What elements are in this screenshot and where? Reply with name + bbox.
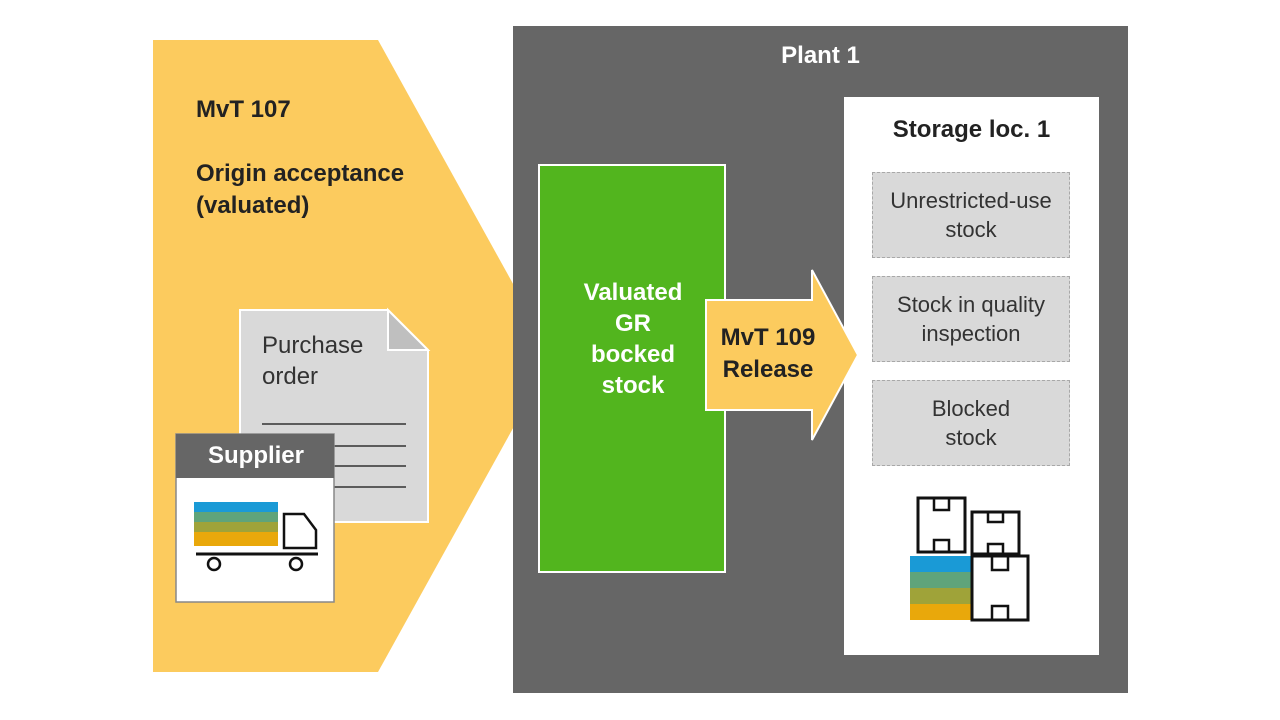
gr-blocked-line1: Valuated — [583, 279, 683, 306]
gr-blocked-line3: bocked — [590, 341, 676, 368]
boxes-icon — [910, 496, 1030, 622]
origin-title-line1: Origin acceptance — [196, 160, 405, 187]
gr-blocked-line4: stock — [601, 372, 665, 399]
supplier-label: Supplier — [207, 442, 304, 469]
release-label: MvT 109 Release — [708, 322, 828, 386]
origin-title-line2: (valuated) — [196, 192, 310, 219]
plant-title: Plant 1 — [781, 42, 860, 69]
stock-box-line2: stock — [945, 217, 997, 242]
origin-title: Origin acceptance (valuated) — [196, 158, 456, 222]
stock-box-line1: Unrestricted-use — [890, 188, 1052, 213]
stock-box-line1: Blocked — [931, 396, 1011, 421]
purchase-order-line2: order — [262, 363, 319, 390]
truck-icon — [194, 502, 318, 572]
gr-blocked-line2: GR — [615, 310, 651, 337]
release-line1: MvT 109 — [720, 324, 816, 351]
blocked-stock-box: Blocked stock — [872, 380, 1070, 466]
origin-movement-type: MvT 107 — [196, 96, 291, 123]
release-line2: Release — [722, 356, 814, 383]
quality-inspection-stock-box: Stock in quality inspection — [872, 276, 1070, 362]
purchase-order-label: Purchase order — [262, 330, 402, 392]
unrestricted-use-stock-box: Unrestricted-use stock — [872, 172, 1070, 258]
storage-location-title: Storage loc. 1 — [892, 116, 1051, 143]
stock-box-line2: inspection — [921, 321, 1021, 346]
gr-blocked-stock-label: Valuated GR bocked stock — [540, 277, 726, 401]
stock-box-line1: Stock in quality — [897, 292, 1045, 317]
stock-box-line2: stock — [945, 425, 997, 450]
release-arrow — [705, 269, 860, 441]
purchase-order-line1: Purchase — [262, 332, 364, 359]
